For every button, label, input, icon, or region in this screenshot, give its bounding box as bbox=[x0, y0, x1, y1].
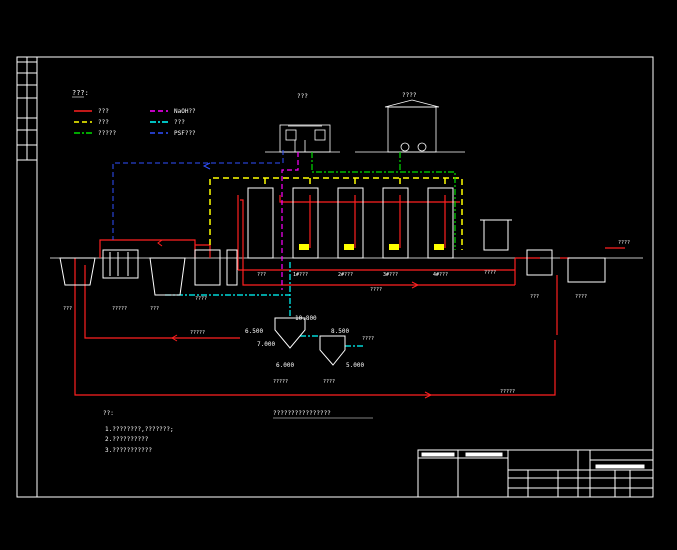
legend-label-2: ????? bbox=[98, 130, 116, 137]
pam-pipes bbox=[112, 150, 284, 240]
label-membrane1: 1#??? bbox=[293, 272, 308, 278]
legend-title: ???: bbox=[72, 89, 89, 97]
label-outlet-tank: ??? bbox=[530, 294, 539, 300]
note-line-1: 1.????????,???????; bbox=[105, 426, 174, 433]
legend: ???: ??????????? NaOH????? PSF??? bbox=[72, 89, 196, 137]
label-main-pipe: ???? bbox=[370, 287, 382, 293]
label-clear-tank: ???? bbox=[575, 294, 587, 300]
label-membrane-tank: ???? bbox=[484, 270, 496, 276]
label-membrane2: 2#??? bbox=[338, 272, 353, 278]
room-a bbox=[265, 124, 340, 153]
notes: ??: 1.????????,???????; 2.?????????? 3.?… bbox=[103, 410, 174, 454]
room-a-label: ??? bbox=[297, 93, 308, 100]
label-membrane4: 4#??? bbox=[433, 272, 448, 278]
label-tank5: ??? bbox=[257, 272, 266, 278]
naoh-pipes bbox=[281, 152, 299, 290]
level-5: 8.500 bbox=[331, 328, 349, 335]
process-tanks bbox=[59, 187, 606, 366]
legend-label-1: ??? bbox=[98, 119, 109, 126]
legend-label-0: ??? bbox=[98, 108, 109, 115]
notes-title: ??: bbox=[103, 410, 114, 417]
note-line-3: 3.??????????? bbox=[105, 447, 152, 454]
label-return-pipe: ????? bbox=[190, 330, 205, 336]
label-tank1: ??? bbox=[63, 306, 72, 312]
room-b bbox=[355, 99, 465, 153]
title-block bbox=[417, 449, 654, 498]
legend-label-5: PSF??? bbox=[174, 130, 196, 137]
level-4: 10.800 bbox=[295, 315, 317, 322]
level-1: 6.500 bbox=[245, 328, 263, 335]
label-sludge-tank1: ????? bbox=[273, 379, 288, 385]
process-labels: ??? ????? ??? ???? ??? 1#??? 2#??? 3#???… bbox=[63, 240, 630, 419]
label-tank2: ????? bbox=[112, 306, 127, 312]
label-long-return: ????? bbox=[500, 389, 515, 395]
legend-label-4: ??? bbox=[174, 119, 185, 126]
label-tank3: ??? bbox=[150, 306, 159, 312]
drawing-frame bbox=[16, 56, 654, 498]
level-3: 6.000 bbox=[276, 362, 294, 369]
flow-arrows bbox=[157, 162, 433, 399]
sludge-pipes bbox=[209, 177, 463, 250]
water-pipes bbox=[165, 262, 365, 347]
room-b-label: ???? bbox=[402, 92, 417, 99]
air-pipes bbox=[311, 152, 456, 250]
note-line-2: 2.?????????? bbox=[105, 436, 149, 443]
level-2: 7.000 bbox=[257, 341, 275, 348]
label-drain: ???? bbox=[362, 336, 374, 342]
label-tank4: ???? bbox=[195, 296, 207, 302]
label-membrane3: 3#??? bbox=[383, 272, 398, 278]
elevation-levels: 6.500 7.000 6.000 10.800 8.500 5.000 bbox=[245, 315, 364, 369]
sewage-pipes bbox=[74, 195, 625, 396]
legend-label-3: NaOH?? bbox=[174, 108, 196, 115]
level-6: 5.000 bbox=[346, 362, 364, 369]
bottom-title: ???????????????? bbox=[273, 410, 331, 417]
label-outlet: ???? bbox=[618, 240, 630, 246]
membrane-modules bbox=[299, 244, 444, 250]
label-sludge-tank2: ???? bbox=[323, 379, 335, 385]
